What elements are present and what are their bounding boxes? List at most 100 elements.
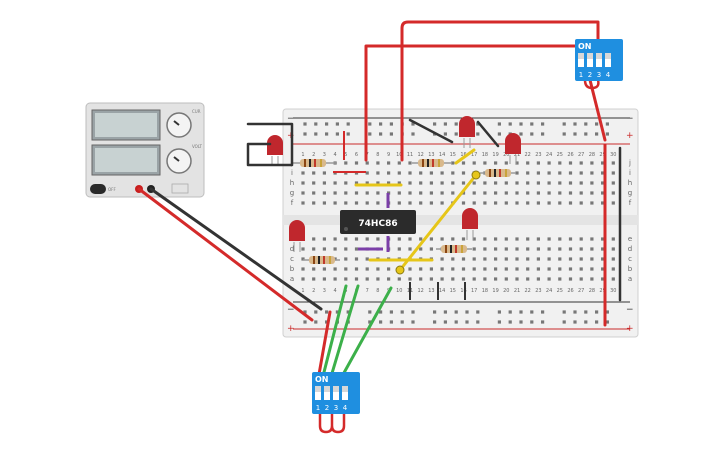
breadboard-hole[interactable]	[443, 132, 447, 136]
breadboard-hole[interactable]	[322, 277, 326, 281]
breadboard-hole[interactable]	[451, 267, 455, 271]
breadboard-hole[interactable]	[354, 161, 359, 165]
breadboard-hole[interactable]	[519, 310, 523, 314]
breadboard-hole[interactable]	[579, 267, 583, 271]
breadboard-hole[interactable]	[526, 181, 530, 185]
breadboard-hole[interactable]	[429, 191, 433, 195]
breadboard-hole[interactable]	[590, 161, 594, 165]
breadboard-hole[interactable]	[344, 161, 348, 165]
breadboard-hole[interactable]	[483, 201, 487, 205]
breadboard-hole[interactable]	[536, 181, 540, 185]
breadboard-hole[interactable]	[346, 132, 350, 136]
breadboard-hole[interactable]	[419, 247, 423, 251]
breadboard-hole[interactable]	[472, 267, 476, 271]
breadboard-hole[interactable]	[476, 122, 480, 126]
dip-top-switch-2[interactable]	[587, 53, 593, 67]
breadboard-hole[interactable]	[601, 191, 605, 195]
breadboard-hole[interactable]	[419, 237, 423, 241]
breadboard-hole[interactable]	[322, 237, 326, 241]
breadboard-hole[interactable]	[365, 277, 369, 281]
breadboard-hole[interactable]	[429, 267, 433, 271]
breadboard-hole[interactable]	[541, 320, 545, 324]
breadboard-hole[interactable]	[397, 201, 401, 205]
breadboard-hole[interactable]	[515, 237, 519, 241]
breadboard-hole[interactable]	[579, 161, 583, 165]
dip-bottom-switch-4[interactable]	[342, 386, 348, 400]
breadboard-hole[interactable]	[558, 171, 562, 175]
breadboard-hole[interactable]	[611, 191, 615, 195]
breadboard-hole[interactable]	[483, 181, 487, 185]
breadboard-hole[interactable]	[611, 171, 615, 175]
breadboard-hole[interactable]	[333, 237, 337, 241]
breadboard-hole[interactable]	[451, 171, 455, 175]
breadboard-hole[interactable]	[590, 191, 594, 195]
breadboard-hole[interactable]	[605, 132, 609, 136]
breadboard-hole[interactable]	[354, 181, 359, 185]
breadboard-hole[interactable]	[365, 201, 369, 205]
dip-bottom-switch-2[interactable]	[324, 386, 330, 400]
breadboard-hole[interactable]	[536, 247, 540, 251]
dip-switch-bottom[interactable]: ON 1 2 3 4	[312, 372, 360, 414]
breadboard-hole[interactable]	[611, 277, 615, 281]
breadboard-hole[interactable]	[408, 277, 412, 281]
breadboard-hole[interactable]	[611, 237, 615, 241]
breadboard-hole[interactable]	[397, 191, 401, 195]
breadboard-hole[interactable]	[562, 122, 566, 126]
breadboard-hole[interactable]	[389, 310, 393, 314]
breadboard-hole[interactable]	[601, 267, 605, 271]
breadboard-hole[interactable]	[536, 171, 540, 175]
breadboard-hole[interactable]	[429, 277, 433, 281]
breadboard-hole[interactable]	[515, 201, 519, 205]
breadboard-hole[interactable]	[354, 257, 359, 261]
breadboard-hole[interactable]	[312, 237, 316, 241]
breadboard-hole[interactable]	[429, 247, 433, 251]
breadboard-hole[interactable]	[515, 257, 519, 261]
breadboard-hole[interactable]	[303, 132, 307, 136]
breadboard-hole[interactable]	[461, 181, 466, 185]
breadboard-hole[interactable]	[301, 277, 305, 281]
breadboard-hole[interactable]	[536, 257, 540, 261]
breadboard-hole[interactable]	[526, 161, 530, 165]
breadboard-hole[interactable]	[440, 257, 444, 261]
breadboard-hole[interactable]	[483, 161, 487, 165]
breadboard-hole[interactable]	[368, 132, 372, 136]
breadboard-hole[interactable]	[601, 277, 605, 281]
breadboard-hole[interactable]	[494, 181, 498, 185]
breadboard-hole[interactable]	[483, 237, 487, 241]
breadboard-hole[interactable]	[547, 161, 551, 165]
breadboard-hole[interactable]	[322, 171, 326, 175]
breadboard-hole[interactable]	[590, 257, 594, 261]
breadboard-hole[interactable]	[601, 171, 605, 175]
breadboard-hole[interactable]	[595, 320, 599, 324]
breadboard-hole[interactable]	[465, 320, 469, 324]
breadboard-hole[interactable]	[611, 267, 615, 271]
breadboard-hole[interactable]	[443, 310, 447, 314]
breadboard-hole[interactable]	[526, 171, 530, 175]
breadboard-hole[interactable]	[515, 181, 519, 185]
breadboard-hole[interactable]	[530, 320, 534, 324]
breadboard-hole[interactable]	[472, 257, 476, 261]
breadboard-hole[interactable]	[472, 191, 476, 195]
breadboard-hole[interactable]	[433, 310, 437, 314]
breadboard-hole[interactable]	[461, 201, 466, 205]
breadboard-hole[interactable]	[526, 267, 530, 271]
breadboard-hole[interactable]	[601, 181, 605, 185]
breadboard-hole[interactable]	[443, 320, 447, 324]
breadboard-hole[interactable]	[558, 267, 562, 271]
breadboard-hole[interactable]	[573, 132, 577, 136]
breadboard-hole[interactable]	[408, 161, 412, 165]
breadboard-hole[interactable]	[504, 257, 508, 261]
breadboard-hole[interactable]	[472, 237, 476, 241]
breadboard-hole[interactable]	[558, 201, 562, 205]
breadboard-hole[interactable]	[547, 277, 551, 281]
breadboard-hole[interactable]	[562, 132, 566, 136]
breadboard-hole[interactable]	[605, 122, 609, 126]
breadboard-hole[interactable]	[376, 267, 380, 271]
breadboard-hole[interactable]	[303, 122, 307, 126]
breadboard-hole[interactable]	[376, 191, 380, 195]
breadboard-hole[interactable]	[515, 247, 519, 251]
breadboard-hole[interactable]	[333, 257, 337, 261]
breadboard-hole[interactable]	[579, 277, 583, 281]
breadboard-hole[interactable]	[461, 171, 466, 175]
breadboard-hole[interactable]	[408, 191, 412, 195]
